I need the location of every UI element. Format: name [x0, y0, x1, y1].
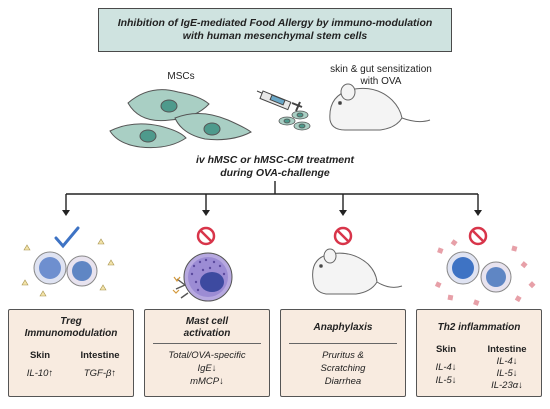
msc-cell-icon [109, 89, 252, 149]
sensitization-line2: with OVA [360, 76, 402, 87]
th2-intestine-il5: IL-5↓ [496, 368, 518, 379]
mast-ige: IgE [197, 363, 212, 374]
down-arrow-icon: ↓ [219, 376, 224, 387]
up-arrow-icon: ↑ [48, 368, 54, 379]
treg-skin-value: IL-10↑ [13, 368, 67, 380]
mast-title-line1: Mast cell [185, 316, 229, 327]
treg-cell-icon [33, 251, 98, 287]
mast-mmcp: mMCP [190, 376, 220, 387]
anaphylaxis-title: Anaphylaxis [313, 322, 373, 333]
anaphylaxis-card: Anaphylaxis Pruritus & Scratching Diarrh… [280, 309, 406, 397]
sensitization-label: skin & gut sensitization with OVA [316, 64, 446, 88]
treg-skin-header: Skin [29, 350, 51, 361]
prohibit-icon [196, 226, 216, 246]
mast-line3: mMCP↓ [145, 376, 269, 388]
prohibit-icon [333, 226, 353, 246]
mouse-icon [312, 248, 403, 295]
th2-title: Th2 inflammation [437, 322, 521, 333]
prohibit-icon [468, 226, 488, 246]
th2-skin-header: Skin [435, 344, 457, 355]
th2-intestine-il23a: IL-23α↓ [491, 380, 523, 391]
th2-skin-il5: IL-5↓ [435, 375, 457, 386]
treatment-label: iv hMSC or hMSC-CM treatment during OVA-… [135, 154, 415, 180]
treg-intestine-value: TGF-β↑ [69, 368, 131, 380]
branch-lines [65, 181, 479, 212]
mouse-icon [329, 83, 431, 131]
treg-title-line2: Immunomodulation [24, 328, 118, 339]
title-line2: with human mesenchymal stem cells [182, 30, 368, 42]
treg-tgfb: TGF-β [83, 368, 112, 379]
sensitization-line1: skin & gut sensitization [330, 64, 432, 75]
mast-line1: Total/OVA-specific [168, 350, 246, 361]
treg-il10: IL-10 [26, 368, 49, 379]
treg-title-line1: Treg [60, 316, 82, 327]
down-arrow-icon: ↓ [211, 363, 217, 374]
treg-intestine-header: Intestine [80, 350, 120, 361]
msc-cell-icon [278, 110, 311, 131]
th2-cell-icon [446, 251, 512, 293]
th2-card: Th2 inflammation Skin Intestine IL-4↓ IL… [416, 309, 542, 397]
anaphylaxis-line3: Diarrhea [324, 376, 362, 387]
up-arrow-icon: ↑ [111, 368, 117, 379]
triangle-particles [21, 238, 115, 297]
anaphylaxis-line1: Pruritus & [322, 350, 364, 361]
mast-title-line2: activation [183, 328, 231, 339]
th2-intestine-header: Intestine [487, 344, 527, 355]
treatment-line1: iv hMSC or hMSC-CM treatment [195, 154, 355, 166]
syringe-icon [256, 90, 303, 112]
title-box: Inhibition of IgE-mediated Food Allergy … [98, 8, 452, 52]
anaphylaxis-line2: Scratching [320, 363, 366, 374]
checkmark-icon [54, 226, 80, 249]
divider [289, 343, 397, 344]
divider [153, 343, 261, 344]
mscs-label: MSCs [167, 71, 195, 82]
title-line1: Inhibition of IgE-mediated Food Allergy … [117, 17, 433, 29]
treatment-line2: during OVA-challenge [220, 167, 330, 179]
th2-skin-il4: IL-4↓ [435, 362, 457, 373]
mast-cell-icon [172, 252, 233, 302]
square-particles [434, 239, 536, 306]
mast-cell-card: Mast cell activation Total/OVA-specific … [144, 309, 270, 397]
treg-card: Treg Immunomodulation Skin Intestine IL-… [8, 309, 134, 397]
mast-line2: IgE↓ [145, 363, 269, 375]
th2-intestine-il4: IL-4↓ [496, 356, 518, 367]
